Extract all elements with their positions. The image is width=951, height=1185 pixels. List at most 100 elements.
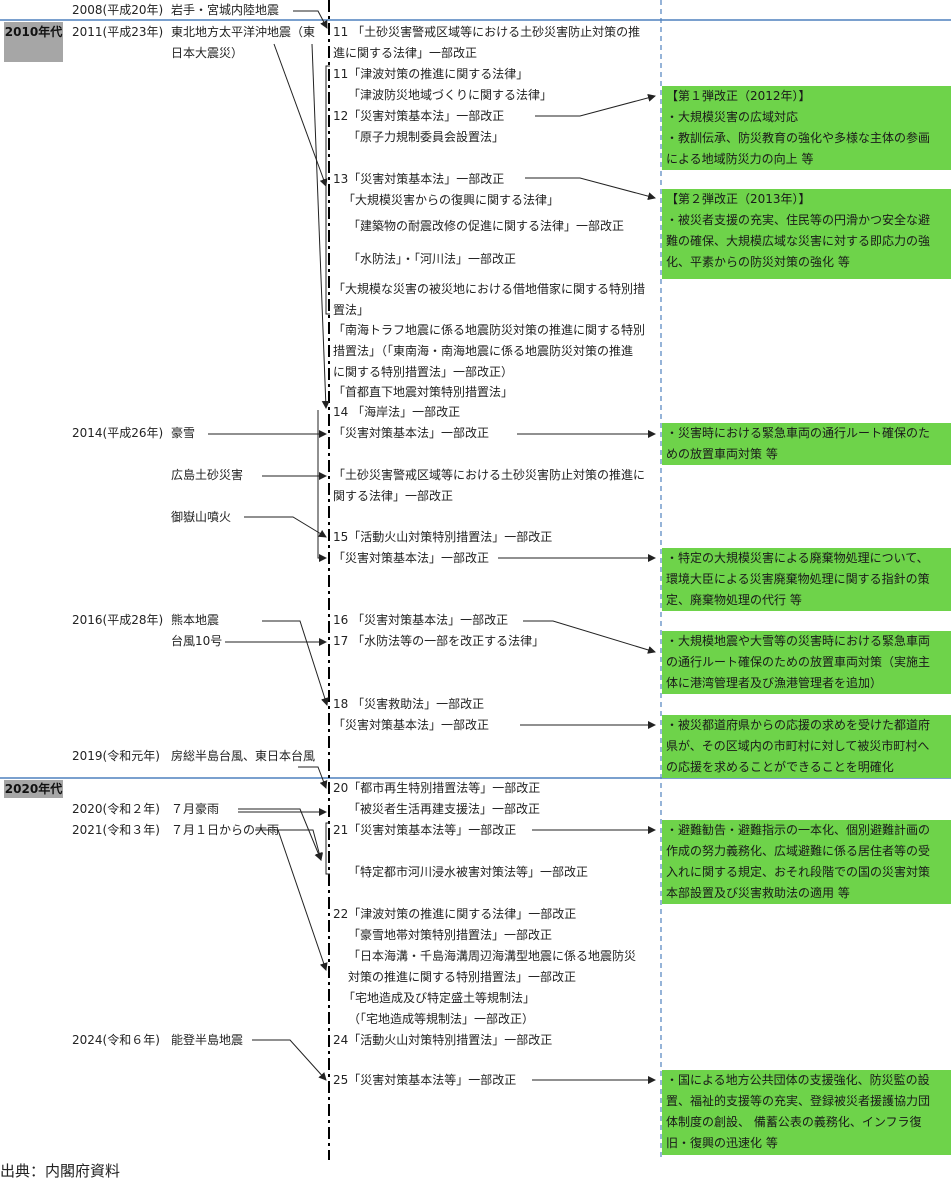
law-line: 「大規模災害からの復興に関する法律」 bbox=[343, 193, 560, 207]
arrow-kumamoto bbox=[262, 620, 329, 706]
law-line: 14 「海岸法」一部改正 bbox=[333, 405, 461, 419]
law-line: 「水防法」・「河川法」一部改正 bbox=[348, 252, 517, 266]
law-line: に関する特別措置法」一部改正） bbox=[333, 365, 514, 379]
law-line: 20「都市再生特別措置法等」一部改正 bbox=[333, 781, 541, 795]
summary-box-2013: 【第２弾改正（2013年）】 ・被災者支援の充実、住民等の円滑かつ安全な避 難の… bbox=[662, 189, 951, 279]
law-line: 「首都直下地震対策特別措置法」 bbox=[333, 385, 514, 399]
box-line: ・災害時における緊急車両の通行ルート確保のた bbox=[666, 426, 931, 440]
summary-box-2021: ・避難勧告・避難指示の一本化、個別避難計画の 作成の努力義務化、広域避難に係る居… bbox=[662, 820, 951, 904]
event-name: ７月豪雨 bbox=[171, 802, 220, 816]
box-line: 難の確保、大規模広域な災害に対する即応力の強 bbox=[666, 234, 931, 248]
arrow-ontake bbox=[244, 516, 327, 538]
summary-box-2025: ・国による地方公共団体の支援強化、防災監の設 置、福祉的支援等の充実、登録被災者… bbox=[662, 1070, 951, 1155]
event-name: 能登半島地震 bbox=[171, 1033, 244, 1047]
box-line: めの放置車両対策 等 bbox=[666, 447, 778, 461]
summary-box-2018: ・被災都道府県からの応援の求めを受けた都道府 県が、その区域内の市町村に対して被… bbox=[662, 715, 951, 778]
law-line: 15「活動火山対策特別措置法」一部改正 bbox=[333, 530, 553, 544]
event-name: 御嶽山噴火 bbox=[171, 510, 232, 524]
box-line: 入れに関する規定、おそれ段階での国の災害対策 bbox=[666, 865, 931, 879]
arrow-2021-a bbox=[255, 829, 324, 861]
law-line: 16 「災害対策基本法」一部改正 bbox=[333, 613, 509, 627]
box-line: 県が、その区域内の市町村に対して被災市町村へ bbox=[666, 739, 930, 753]
law-line: 22「津波対策の推進に関する法律」一部改正 bbox=[333, 907, 577, 921]
era-2010s: 2010年代 bbox=[4, 22, 63, 62]
event-name: 広島土砂災害 bbox=[171, 468, 244, 482]
arrow-2019 bbox=[298, 766, 328, 789]
arrow-12-box1 bbox=[535, 93, 656, 117]
event-name: 日本大震災） bbox=[171, 46, 244, 60]
law-line: 17 「水防法等の一部を改正する法律」 bbox=[333, 634, 545, 648]
summary-box-2016: ・大規模地震や大雪等の災害時における緊急車両 の通行ルート確保のための放置車両対… bbox=[662, 631, 951, 694]
arrow-2011-b bbox=[311, 43, 330, 409]
box-line: 旧・復興の迅速化 等 bbox=[666, 1136, 778, 1150]
box-line: 体制度の創設、 備蓄公表の義務化、インフラ復 bbox=[666, 1115, 922, 1129]
law-line: 「特定都市河川浸水被害対策法等」一部改正 bbox=[348, 865, 589, 879]
box-line: ・大規模地震や大雪等の災害時における緊急車両 bbox=[666, 634, 931, 648]
law-line: 「被災者生活再建支援法」一部改正 bbox=[348, 802, 541, 816]
event-year: 2008(平成20年) bbox=[72, 3, 164, 17]
box-line: ・特定の大規模災害による廃棄物処理について、 bbox=[666, 551, 929, 565]
arrow-13-box2 bbox=[525, 177, 656, 201]
law-line: 24「活動火山対策特別措置法」一部改正 bbox=[333, 1033, 553, 1047]
law-line: 対策の推進に関する特別措置法」一部改正 bbox=[348, 970, 577, 984]
box-line: ・教訓伝承、防災教育の強化や多様な主体の参画 bbox=[666, 131, 931, 145]
box-line: 【第１弾改正（2012年）】 bbox=[666, 89, 811, 103]
law-line: 21「災害対策基本法等」一部改正 bbox=[333, 823, 517, 837]
law-line: 25「災害対策基本法等」一部改正 bbox=[333, 1073, 517, 1087]
event-name: 岩手・宮城内陸地震 bbox=[171, 3, 280, 17]
law-line: 関する法律」一部改正 bbox=[333, 489, 454, 503]
box-line: ・避難勧告・避難指示の一本化、個別避難計画の bbox=[666, 823, 931, 837]
box-line: ・被災都道府県からの応援の求めを受けた都道府 bbox=[666, 718, 931, 732]
law-line: 「原子力規制委員会設置法」 bbox=[348, 130, 505, 144]
event-year: 2024(令和６年) bbox=[72, 1033, 160, 1047]
box-line: ・大規模災害の広域対応 bbox=[666, 110, 799, 124]
event-name: 台風10号 bbox=[171, 634, 223, 648]
law-line: 「豪雪地帯対策特別措置法」一部改正 bbox=[348, 928, 553, 942]
summary-box-2014: ・災害時における緊急車両の通行ルート確保のた めの放置車両対策 等 bbox=[662, 423, 951, 465]
law-line: 18 「災害救助法」一部改正 bbox=[333, 697, 485, 711]
arrow-2024 bbox=[252, 1039, 327, 1081]
arrow-2020-a bbox=[238, 808, 323, 861]
event-year: 2014(平成26年) bbox=[72, 426, 164, 440]
box-line: 化、平素からの防災対策の強化 等 bbox=[666, 255, 850, 269]
arrow-2008 bbox=[293, 10, 328, 29]
law-line: 置法」 bbox=[333, 303, 370, 317]
law-line: （「宅地造成等規制法」一部改正） bbox=[348, 1012, 535, 1026]
box-line: 環境大臣による災害廃棄物処理に関する指針の策 bbox=[666, 572, 930, 586]
box-line: 置、福祉的支援等の充実、登録被災者援護協力団 bbox=[666, 1094, 931, 1108]
law-line: 進に関する法律」一部改正 bbox=[333, 46, 478, 60]
box-line: の応援を求めることができることを明確化 bbox=[666, 760, 894, 774]
box-line: ・国による地方公共団体の支援強化、防災監の設 bbox=[666, 1073, 930, 1087]
arrow-16-box5 bbox=[523, 620, 656, 654]
law-line: 12「災害対策基本法」一部改正 bbox=[333, 109, 505, 123]
law-line: 「建築物の耐震改修の促進に関する法律」一部改正 bbox=[348, 219, 625, 233]
law-line: 「災害対策基本法」一部改正 bbox=[333, 718, 490, 732]
bracket-2011 bbox=[325, 65, 330, 315]
box-line: による地域防災力の向上 等 bbox=[666, 152, 814, 166]
law-line: 「災害対策基本法」一部改正 bbox=[333, 551, 490, 565]
event-name: 房総半島台風、東日本台風 bbox=[171, 749, 316, 763]
era-2020s: 2020年代 bbox=[4, 780, 63, 798]
summary-box-2012: 【第１弾改正（2012年）】 ・大規模災害の広域対応 ・教訓伝承、防災教育の強化… bbox=[662, 86, 951, 170]
event-year: 2011(平成23年) bbox=[72, 25, 164, 39]
summary-box-2015: ・特定の大規模災害による廃棄物処理について、 環境大臣による災害廃棄物処理に関す… bbox=[662, 548, 951, 611]
source-note: 出典：内閣府資料 bbox=[0, 1162, 121, 1180]
event-year: 2021(令和３年) bbox=[72, 823, 160, 837]
law-line: 「災害対策基本法」一部改正 bbox=[333, 426, 490, 440]
event-name: 熊本地震 bbox=[171, 613, 220, 627]
event-year: 2016(平成28年) bbox=[72, 613, 164, 627]
event-name: ７月１日からの大雨 bbox=[171, 823, 280, 837]
law-line: 「津波防災地域づくりに関する法律」 bbox=[348, 88, 553, 102]
law-line: 措置法」（「東南海・南海地震に係る地震防災対策の推進 bbox=[333, 344, 634, 358]
event-year: 2019(令和元年) bbox=[72, 749, 160, 763]
law-line: 13「災害対策基本法」一部改正 bbox=[333, 172, 505, 186]
box-line: 定、廃棄物処理の代行 等 bbox=[666, 593, 802, 607]
event-name: 豪雪 bbox=[171, 426, 196, 440]
arrow-2021-b bbox=[277, 829, 328, 971]
connector-layer bbox=[0, 0, 951, 1160]
arrow-2011-a bbox=[273, 43, 328, 187]
law-line: 「南海トラフ地震に係る地震防災対策の推進に関する特別 bbox=[333, 323, 646, 337]
law-line: 11「津波対策の推進に関する法律」 bbox=[333, 67, 529, 81]
box-line: の通行ルート確保のための放置車両対策（実施主 bbox=[666, 655, 931, 669]
law-line: 「日本海溝・千島海溝周辺海溝型地震に係る地震防災 bbox=[348, 949, 637, 963]
